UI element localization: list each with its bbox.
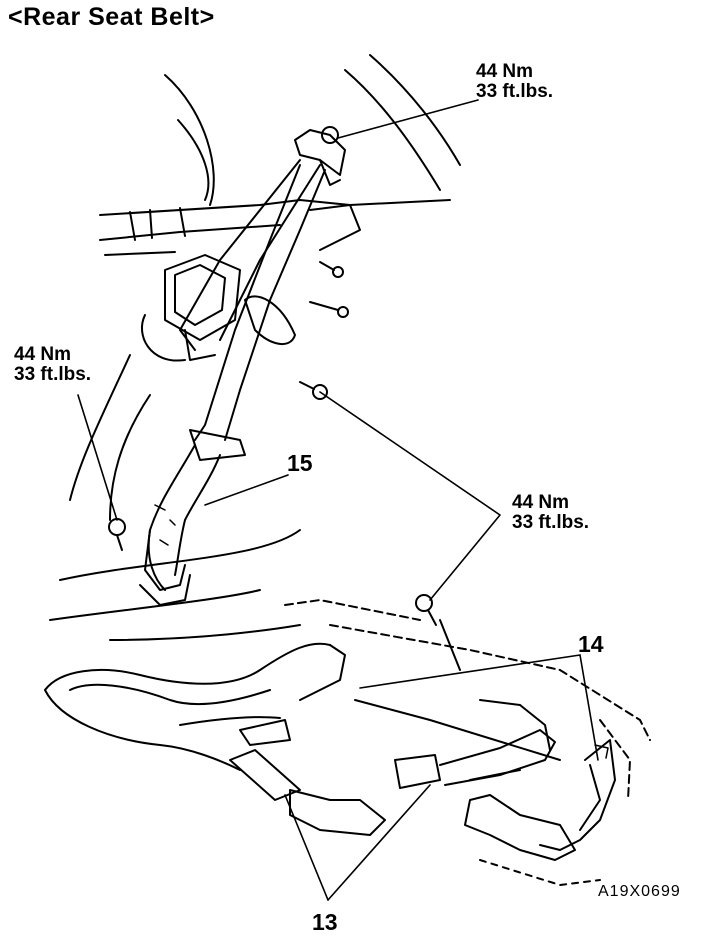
torque-ftlbs: 33 ft.lbs.: [476, 80, 554, 102]
torque-label-right: 44 Nm 33 ft.lbs.: [512, 493, 589, 533]
retractor: [140, 254, 241, 362]
upper-anchor: [294, 126, 346, 186]
torque-nm: 44 Nm: [512, 492, 570, 513]
torque-label-left: 44 Nm 33 ft.lbs.: [14, 345, 91, 385]
leader-lines: [77, 99, 599, 901]
torque-nm: 44 Nm: [14, 344, 72, 365]
bolt-3: [299, 381, 328, 400]
bolt-2: [309, 301, 349, 318]
bolt-1: [319, 261, 344, 278]
bolt-4: [108, 518, 126, 551]
shoulder-belt-lower: [139, 429, 246, 606]
torque-nm: 44 Nm: [476, 61, 534, 82]
right-belt-anchor: [464, 739, 616, 861]
page-title: <Rear Seat Belt>: [8, 3, 215, 31]
shoulder-belt-webbing: [179, 159, 326, 441]
part-number-13: 13: [312, 909, 338, 935]
part-number-15: 15: [287, 450, 313, 476]
buckle-assembly: [394, 699, 556, 789]
part-number-14: 14: [578, 631, 604, 657]
bolt-5: [415, 594, 437, 626]
torque-ftlbs: 33 ft.lbs.: [14, 363, 92, 385]
lap-belt-left: [44, 642, 386, 836]
torque-ftlbs: 33 ft.lbs.: [512, 511, 590, 533]
figure-code: A19X0699: [598, 883, 681, 900]
belt-guide-ring: [244, 295, 296, 345]
body-panel-lines: [49, 54, 461, 641]
seat-cushion-outline: [284, 599, 651, 886]
torque-label-upper: 44 Nm 33 ft.lbs.: [476, 62, 553, 102]
